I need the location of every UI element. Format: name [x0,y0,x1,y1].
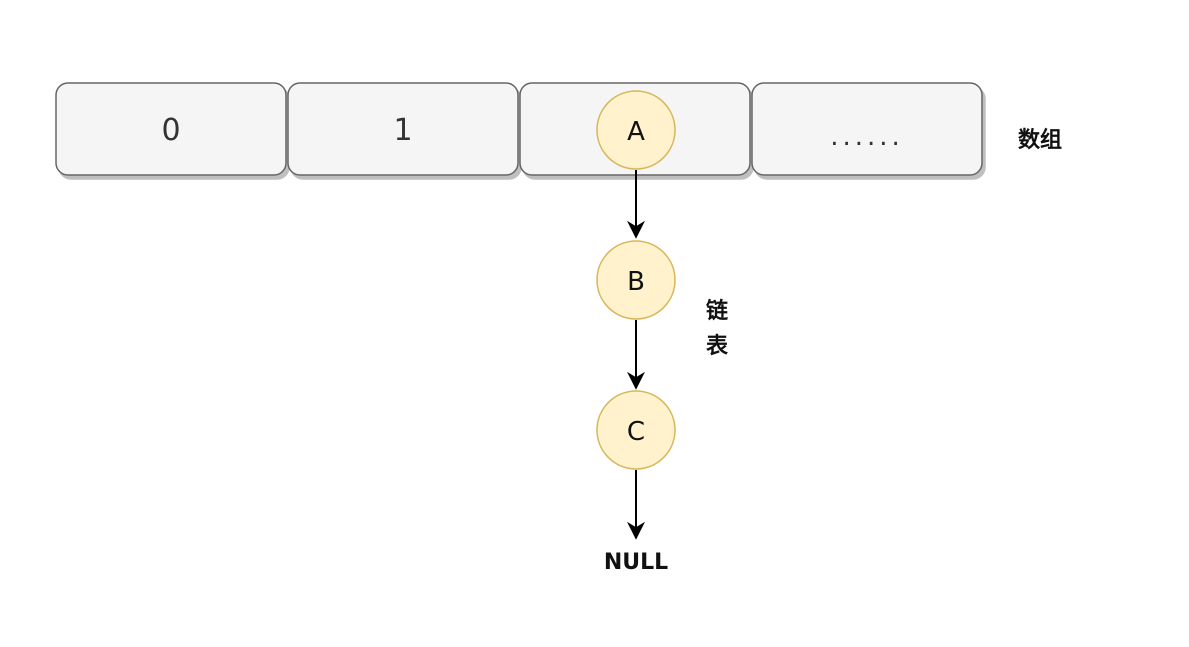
array-cell-3: ...... [751,82,983,176]
array-cell-0-label: 0 [161,113,180,148]
array-cell-0: 0 [55,82,287,176]
array: 0 1 ...... [55,82,983,176]
list-node-c: C [596,390,676,470]
list-node-b: B [596,240,676,320]
null-terminator: NULL [604,550,668,575]
array-cell-3-label: ...... [830,122,904,152]
list-node-a: A [596,90,676,170]
array-cell-1: 1 [287,82,519,176]
list-node-b-label: B [627,267,645,297]
linked-list-label-line2: 表 [706,334,729,359]
list-node-a-label: A [627,117,645,147]
linked-list: A B C [596,90,676,470]
array-label: 数组 [1018,127,1062,153]
array-cell-1-label: 1 [393,113,412,148]
list-node-c-label: C [627,417,645,447]
linked-list-label-line1: 链 [706,298,728,324]
